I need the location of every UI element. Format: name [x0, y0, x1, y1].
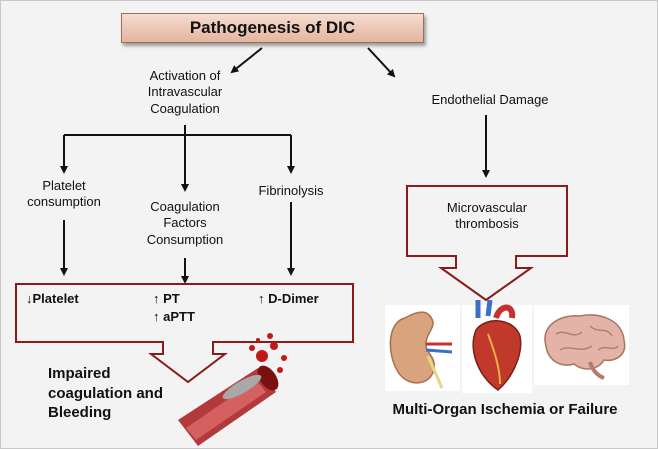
- microvascular-box: [406, 185, 568, 302]
- microvascular-line-2: thrombosis: [455, 216, 519, 232]
- arrow-title-to-endothelial: [367, 47, 396, 78]
- coag-factors-label: Coagulation Factors Consumption: [130, 199, 240, 248]
- platelet-consumption-label: Platelet consumption: [18, 178, 110, 211]
- platelet-line-2: consumption: [27, 194, 101, 210]
- impaired-line-2: coagulation and: [48, 384, 164, 402]
- arrow-title-to-activation: [230, 47, 263, 74]
- multi-organ-label: Multi-Organ Ischemia or Failure: [392, 401, 618, 418]
- lab-aptt: ↑ aPTT: [153, 309, 195, 324]
- fibrinolysis-label: Fibrinolysis: [258, 183, 324, 198]
- kidney-image: [385, 305, 460, 391]
- brain-image: [534, 305, 629, 385]
- bleeding-vessel-image: [178, 333, 287, 446]
- diagram-title: Pathogenesis of DIC: [189, 18, 356, 37]
- platelet-line-1: Platelet: [42, 178, 86, 193]
- coag-line-2: Factors: [163, 215, 207, 231]
- activation-line-1: Activation of: [149, 68, 221, 83]
- lab-results-box: [15, 283, 354, 384]
- impaired-line-1: Impaired: [48, 365, 111, 382]
- title-box: [121, 13, 424, 43]
- coag-line-3: Consumption: [146, 231, 224, 247]
- impaired-label: Impaired coagulation and Bleeding: [48, 364, 163, 423]
- microvascular-label: Microvascular thrombosis: [410, 200, 564, 233]
- activation-line-3: Coagulation: [150, 100, 220, 116]
- lab-pt: ↑ PT: [153, 291, 180, 306]
- lab-ddimer: ↑ D-Dimer: [258, 291, 319, 306]
- lab-platelet: ↓Platelet: [26, 291, 79, 306]
- heart-image: [462, 299, 532, 393]
- activation-label: Activation of Intravascular Coagulation: [120, 68, 250, 117]
- endothelial-label: Endothelial Damage: [431, 92, 549, 107]
- microvascular-line-1: Microvascular: [446, 200, 528, 215]
- coag-line-1: Coagulation: [150, 199, 220, 214]
- impaired-line-3: Bleeding: [48, 404, 112, 421]
- activation-line-2: Intravascular: [147, 84, 223, 100]
